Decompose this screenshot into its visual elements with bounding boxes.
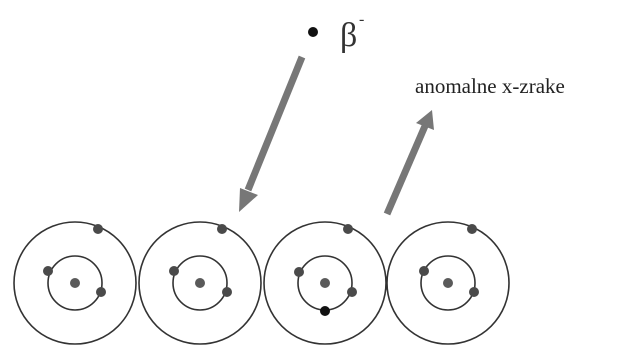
nucleus <box>320 278 330 288</box>
outer-orbit <box>386 221 510 345</box>
outer-orbit <box>13 221 137 345</box>
beta-label: β <box>340 17 357 54</box>
outer-orbit <box>138 221 262 345</box>
nucleus <box>70 278 80 288</box>
atom-3 <box>263 221 387 345</box>
electron <box>96 287 106 297</box>
electron <box>347 287 357 297</box>
electron <box>169 266 179 276</box>
atom-1 <box>13 221 137 345</box>
electron <box>419 266 429 276</box>
electron-ejected-black <box>320 306 330 316</box>
nucleus <box>195 278 205 288</box>
electron <box>222 287 232 297</box>
beta-particle <box>308 27 318 37</box>
electron <box>43 266 53 276</box>
electron <box>294 267 304 277</box>
nucleus <box>443 278 453 288</box>
atom-2 <box>138 221 262 345</box>
inner-orbit <box>47 255 103 311</box>
inner-orbit <box>172 255 228 311</box>
atom-4 <box>386 221 510 345</box>
electron <box>217 224 227 234</box>
outer-orbit <box>263 221 387 345</box>
electron <box>343 224 353 234</box>
xray-label: anomalne x-zrake <box>415 74 565 98</box>
electron <box>93 224 103 234</box>
inner-orbit <box>420 255 476 311</box>
electron <box>469 287 479 297</box>
incoming-beta-arrow <box>239 55 306 212</box>
outgoing-xray-arrow <box>383 110 434 216</box>
beta-superscript: - <box>359 11 364 28</box>
electron <box>467 224 477 234</box>
